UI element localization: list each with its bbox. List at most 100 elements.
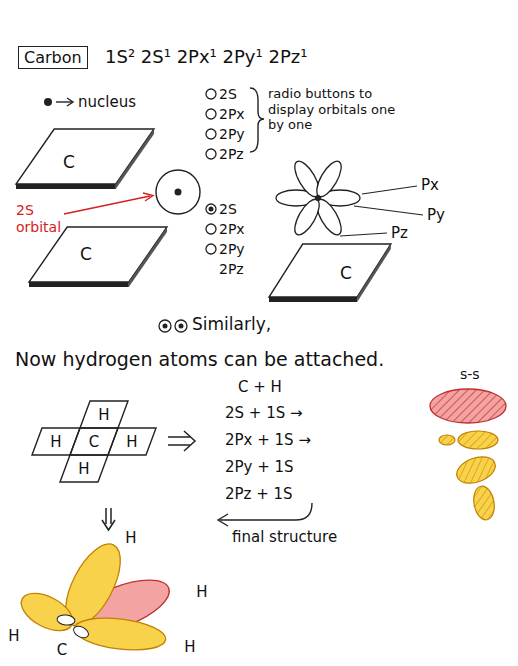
arrow-head: [218, 514, 228, 526]
nucleus-dot: [175, 189, 182, 196]
s-p-overlap: [471, 485, 497, 522]
s-p-overlap: [453, 452, 499, 488]
plane-edge: [269, 297, 357, 302]
s-p-lobe: [15, 586, 79, 639]
plane-face: [16, 129, 154, 184]
atom-symbol: H: [126, 433, 137, 451]
implies-arrow: [168, 431, 195, 451]
back-lobe: [72, 624, 91, 640]
overlap-row: 2Px + 1S →: [225, 431, 311, 449]
atom-symbol: C: [56, 641, 68, 659]
radio-button: [206, 129, 216, 139]
arrow-shaft: [168, 444, 190, 446]
down-arrow: [102, 508, 115, 530]
carbon-plane: C: [15, 128, 155, 190]
atom-symbol: C: [63, 152, 75, 172]
radio-label: 2S: [219, 86, 237, 103]
leader-line: [354, 206, 423, 215]
radio-selected: [163, 324, 168, 329]
s-s-overlap: [430, 389, 506, 423]
radio-label: 2Px: [219, 106, 245, 123]
plane-edge: [29, 282, 129, 287]
heading-box: Carbon: [18, 46, 88, 69]
note: final structure: [232, 528, 337, 546]
s-orbital: [156, 170, 200, 214]
overlap-row: 2Py + 1S: [225, 458, 294, 476]
plane-side: [116, 129, 154, 189]
overlap-row: C + H: [238, 378, 282, 396]
atom-symbol: H: [7, 627, 20, 645]
p-orbitals: [276, 158, 360, 239]
electron-config: 1S² 2S¹ 2Px¹ 2Py¹ 2Pz¹: [105, 46, 307, 68]
plane-face: [269, 244, 391, 297]
nucleus-dot: [44, 98, 52, 106]
s-p-overlap: [439, 435, 455, 445]
atom-symbol: H: [78, 460, 89, 478]
atom-symbol: H: [195, 583, 208, 601]
s-p-overlap: [458, 431, 498, 449]
carbon-plane: C: [268, 243, 392, 303]
plane-side: [129, 227, 167, 287]
radio-label: 2S: [219, 201, 237, 218]
plane-outline: [15, 128, 155, 190]
overlap-label: s-s: [460, 366, 480, 383]
leader-line: [340, 233, 387, 236]
plane-outline: [268, 243, 392, 303]
orbital-label: 2S orbital: [16, 202, 76, 236]
radio-selected: [209, 207, 214, 212]
legend-note: nucleus: [78, 93, 136, 111]
pointer-arrow: [56, 101, 72, 102]
plane-side: [357, 244, 391, 302]
atom-symbol: C: [80, 244, 92, 264]
curly-bracket: [250, 88, 264, 152]
radio-label: 2Py: [219, 241, 245, 258]
section-heading: Now hydrogen atoms can be attached.: [15, 348, 384, 371]
plane-face: [29, 227, 167, 282]
arrow-head: [143, 193, 153, 201]
atom-symbol: H: [124, 529, 137, 547]
s-p-lobe: [73, 614, 168, 655]
arrow-shaft: [105, 508, 107, 524]
radio-label: 2Px: [219, 221, 245, 238]
pointer-arrow: [220, 503, 312, 520]
atom-symbol: H: [98, 406, 109, 424]
arrow-shaft: [110, 508, 112, 524]
note: radio buttons to display orbitals one by…: [268, 86, 408, 133]
atom-symbol: H: [50, 433, 61, 451]
arrow-shaft: [168, 436, 190, 438]
orbital-name: Pz: [391, 224, 408, 242]
radio-button: [206, 204, 216, 214]
radio-label: 2Pz: [219, 261, 244, 278]
arrow-head: [184, 431, 195, 451]
grid-cell: [108, 428, 156, 455]
plane-edge: [16, 184, 116, 189]
orbital-name: Py: [427, 206, 445, 224]
grid-cell: [60, 455, 108, 482]
radio-label: 2Py: [219, 126, 245, 143]
heading-text: Carbon: [24, 48, 82, 67]
radio-label: 2Pz: [219, 146, 244, 163]
radio-button: [206, 244, 216, 254]
overlap-row: 2S + 1S →: [225, 404, 303, 422]
radio-selected: [179, 324, 184, 329]
leader-line: [362, 186, 417, 194]
grid-cell: [32, 428, 80, 455]
atom-symbol: C: [89, 433, 99, 451]
plane-outline: [28, 226, 168, 288]
radio-button: [206, 149, 216, 159]
bond-grid: [32, 401, 156, 482]
radio-button: [206, 109, 216, 119]
pointer-arrow: [64, 196, 150, 214]
note: Similarly,: [192, 314, 271, 334]
radio-button: [206, 89, 216, 99]
back-lobe: [56, 614, 75, 626]
grid-cell: [80, 401, 128, 428]
arrow-head: [67, 98, 73, 106]
nucleus-dot: [315, 195, 321, 201]
carbon-plane: C: [28, 226, 168, 288]
radio-button: [206, 224, 216, 234]
atom-symbol: H: [183, 638, 196, 656]
orbital-lobe: [312, 158, 346, 201]
pz-orbital: [290, 158, 346, 239]
